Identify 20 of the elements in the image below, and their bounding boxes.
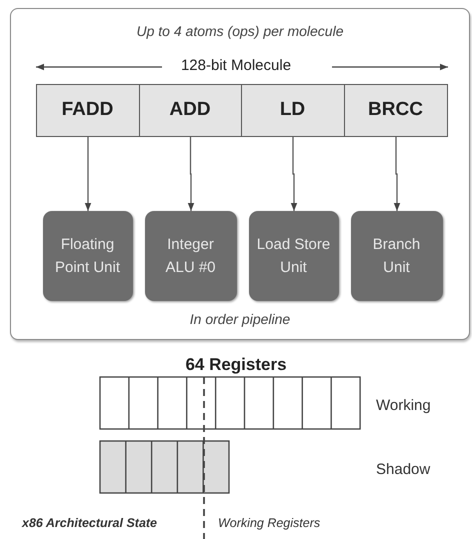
arrow xyxy=(290,137,298,211)
panel-caption: In order pipeline xyxy=(190,311,290,327)
region-label: Working Registers xyxy=(218,516,320,530)
execution-unit-box: Load Store Unit xyxy=(248,210,338,300)
panel-heading: Up to 4 atoms (ops) per molecule xyxy=(136,23,344,39)
opcode-cell: ADD xyxy=(138,84,242,136)
execution-unit-box: Integer ALU #0 xyxy=(144,210,236,300)
arrow xyxy=(394,137,400,211)
opcode-cell: FADD xyxy=(36,84,140,136)
opcode-cell: LD xyxy=(240,84,344,136)
opcode-cell: BRCC xyxy=(344,84,448,136)
execution-unit-box: Floating Point Unit xyxy=(42,210,132,300)
row-label: Working xyxy=(376,397,431,414)
register-heading: 64 Registers xyxy=(185,355,287,375)
execution-unit-box: Branch Unit xyxy=(350,210,442,300)
region-label: x86 Architectural State xyxy=(22,516,158,530)
row-label: Shadow xyxy=(376,461,430,478)
molecule-panel xyxy=(10,8,470,340)
arrow xyxy=(84,137,92,211)
arrow xyxy=(188,137,194,211)
